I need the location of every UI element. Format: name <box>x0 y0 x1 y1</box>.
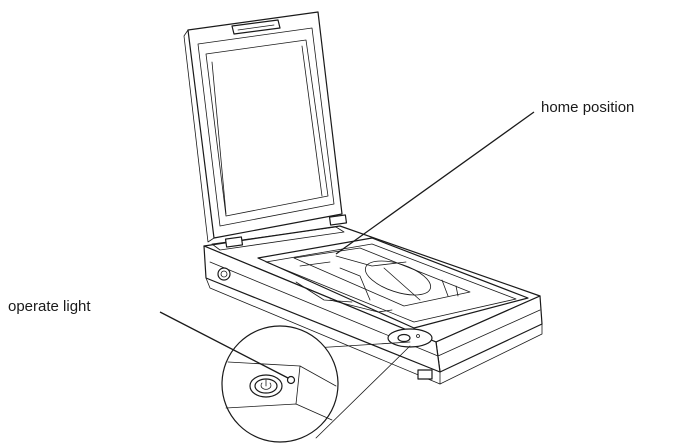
document-glass-area <box>257 237 529 329</box>
side-power-button <box>217 267 231 281</box>
operate-light-leader-line <box>159 311 289 379</box>
scanner-lid <box>183 11 343 243</box>
operate-light-led <box>286 375 296 385</box>
operate-light-label: operate light <box>8 298 91 315</box>
front-control-panel <box>387 328 433 348</box>
front-latch <box>417 369 433 380</box>
home-position-label: home position <box>541 99 635 116</box>
magnifier-detail <box>221 325 411 443</box>
power-icon <box>260 379 272 390</box>
home-position-leader-line <box>335 111 535 255</box>
